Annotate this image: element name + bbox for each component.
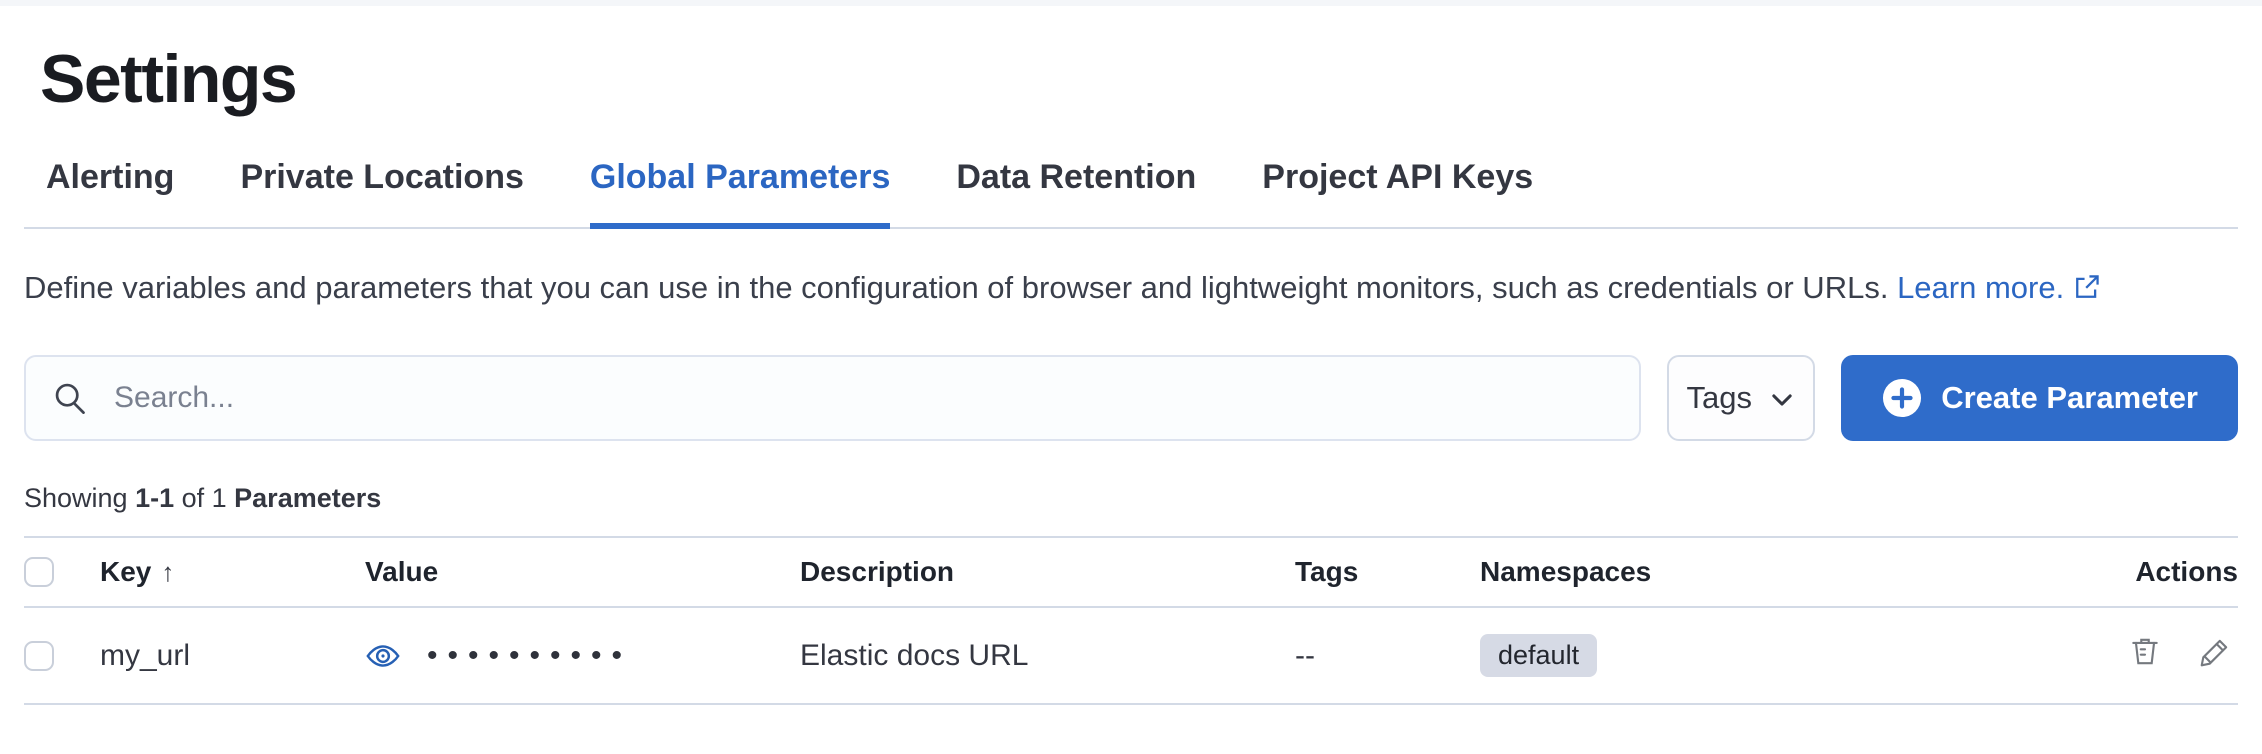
column-header-tags: Tags <box>1295 556 1359 587</box>
window-top-edge <box>0 0 2262 6</box>
external-link-icon <box>2076 275 2099 298</box>
param-tags-cell: -- <box>1295 638 1315 672</box>
param-actions-cell <box>1910 607 2238 704</box>
summary-range: 1-1 <box>135 483 175 513</box>
settings-tabs: Alerting Private Locations Global Parame… <box>24 158 2238 229</box>
tab-global-parameters[interactable]: Global Parameters <box>589 158 891 229</box>
learn-more-label: Learn more. <box>1897 270 2065 305</box>
table-row: my_url •••••••••• Elastic docs URL -- de… <box>24 607 2238 704</box>
key-header-label: Key <box>100 556 152 587</box>
param-namespaces-cell: default <box>1480 607 1910 704</box>
column-header-namespaces: Namespaces <box>1480 556 1652 587</box>
summary-middle: of 1 <box>174 483 235 513</box>
tags-filter-label: Tags <box>1686 380 1752 415</box>
select-all-checkbox[interactable] <box>24 557 54 587</box>
plus-in-circle-icon <box>1883 378 1922 418</box>
create-parameter-button[interactable]: Create Parameter <box>1841 355 2238 441</box>
param-description-cell: Elastic docs URL <box>800 638 1029 672</box>
column-header-actions: Actions <box>2135 556 2238 587</box>
param-value-cell: •••••••••• <box>365 638 800 674</box>
trash-icon[interactable] <box>2128 635 2162 669</box>
column-header-value: Value <box>365 556 439 587</box>
table-header-row: Key ↑ Value Description Tags Namespaces A… <box>24 537 2238 607</box>
tab-data-retention[interactable]: Data Retention <box>956 158 1197 196</box>
parameters-toolbar: Tags Create Parameter <box>24 355 2238 441</box>
param-key-cell: my_url <box>100 638 191 672</box>
namespace-badge: default <box>1480 634 1598 677</box>
search-icon <box>55 383 85 414</box>
tab-alerting[interactable]: Alerting <box>46 158 175 196</box>
learn-more-link[interactable]: Learn more. <box>1897 270 2100 305</box>
search-field-wrap <box>24 355 1642 441</box>
masked-value: •••••••••• <box>427 638 633 672</box>
results-summary: Showing 1-1 of 1 Parameters <box>24 483 2238 514</box>
row-select-checkbox[interactable] <box>24 640 54 671</box>
create-parameter-label: Create Parameter <box>1941 380 2198 415</box>
column-header-key[interactable]: Key ↑ <box>100 537 365 607</box>
summary-entity: Parameters <box>234 483 382 513</box>
settings-page: Settings Alerting Private Locations Glob… <box>0 40 2262 705</box>
tab-private-locations[interactable]: Private Locations <box>240 158 524 196</box>
eye-icon[interactable] <box>365 638 401 674</box>
tags-filter-button[interactable]: Tags <box>1667 355 1816 441</box>
page-title: Settings <box>40 41 298 117</box>
summary-prefix: Showing <box>24 483 136 513</box>
tab-project-api-keys[interactable]: Project API Keys <box>1262 158 1534 196</box>
chevron-down-icon <box>1772 394 1792 406</box>
sort-ascending-icon: ↑ <box>161 557 175 587</box>
search-input[interactable] <box>24 355 1642 441</box>
pencil-icon[interactable] <box>2198 635 2232 669</box>
parameters-table: Key ↑ Value Description Tags Namespaces A… <box>24 536 2238 705</box>
column-header-description: Description <box>800 556 955 587</box>
page-description: Define variables and parameters that you… <box>24 263 2194 313</box>
description-text: Define variables and parameters that you… <box>24 270 1898 305</box>
